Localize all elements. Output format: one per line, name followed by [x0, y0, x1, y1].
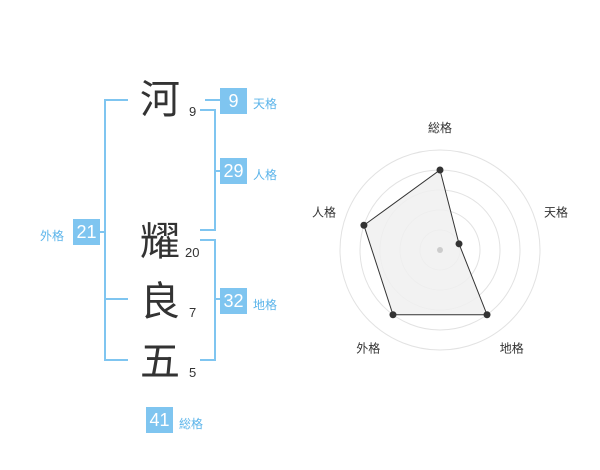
radar-point-5 — [360, 221, 368, 229]
chikaku-label: 地格 — [253, 298, 278, 312]
radar-point-2 — [455, 240, 463, 248]
jinkaku-value: 29 — [220, 158, 247, 184]
radar-axis-label-5: 人格 — [312, 204, 336, 219]
radar-point-4 — [389, 311, 397, 319]
chikaku-value: 32 — [220, 288, 247, 314]
radar-point-1 — [436, 166, 444, 174]
jinkaku-connector — [214, 170, 220, 172]
gaikaku-bracket-mid — [104, 298, 128, 300]
soukaku-label: 総格 — [179, 417, 204, 431]
tenkaku-label: 天格 — [253, 97, 278, 111]
name-char-3: 良 — [140, 279, 180, 325]
tenkaku-connector — [205, 99, 220, 101]
radar-point-3 — [483, 311, 491, 319]
stroke-count-3: 7 — [189, 305, 197, 320]
soukaku-value: 41 — [146, 407, 173, 433]
radar-axis-label-1: 総格 — [428, 120, 452, 135]
radar-axis-label-2: 天格 — [544, 204, 568, 219]
stroke-count-4: 5 — [189, 365, 197, 380]
chikaku-bracket — [200, 239, 216, 361]
gaikaku-bracket — [104, 99, 128, 361]
name-char-4: 五 — [140, 339, 180, 385]
name-char-1: 河 — [140, 77, 180, 123]
radar-axis-label-4: 外格 — [356, 341, 380, 356]
gaikaku-connector — [100, 231, 106, 233]
jinkaku-label: 人格 — [253, 168, 278, 182]
gaikaku-label: 外格 — [40, 229, 65, 243]
name-char-2: 耀 — [140, 219, 180, 265]
radar-axis-label-3: 地格 — [500, 341, 524, 356]
tenkaku-value: 9 — [220, 88, 247, 114]
radar-center — [437, 247, 443, 253]
radar-data-area — [363, 169, 488, 316]
gaikaku-value: 21 — [73, 219, 100, 245]
stroke-count-1: 9 — [189, 104, 197, 119]
stroke-count-2: 20 — [185, 245, 200, 260]
chikaku-connector — [214, 298, 220, 300]
